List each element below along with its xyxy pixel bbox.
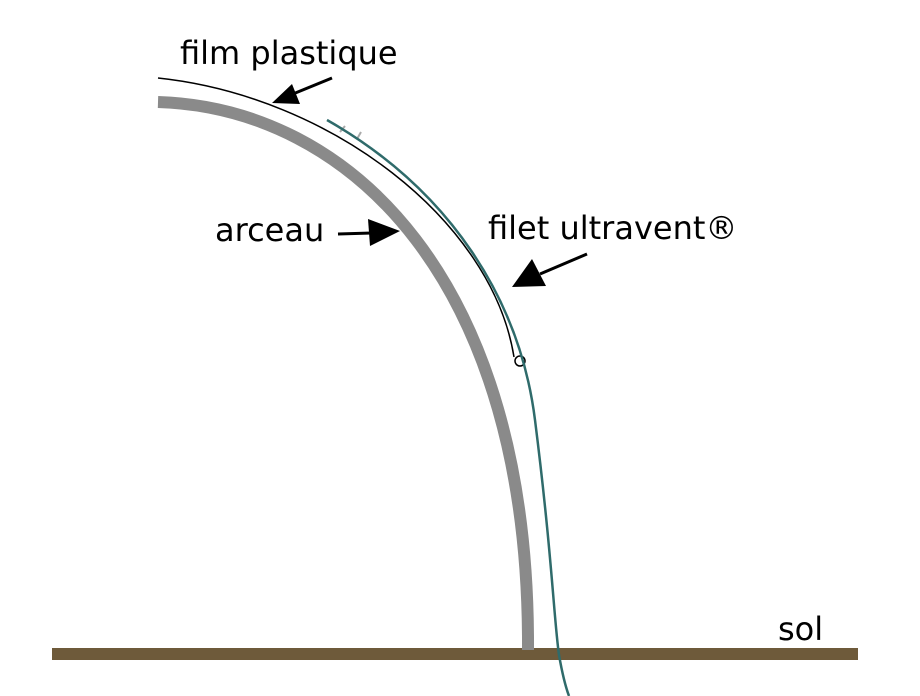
arrow-filet <box>512 252 588 287</box>
ground-sol <box>52 648 858 660</box>
label-arceau: arceau <box>215 211 324 249</box>
label-filet-ultravent: filet ultravent® <box>488 209 737 247</box>
windbreak-net <box>326 118 571 696</box>
label-film-plastique: film plastique <box>180 34 398 72</box>
arrow-film <box>272 76 333 104</box>
plastic-film <box>157 77 515 358</box>
connector-clips <box>339 125 362 140</box>
film-hook <box>514 355 526 367</box>
arch-arceau <box>157 96 535 651</box>
label-sol: sol <box>778 610 823 648</box>
arrow-arceau <box>337 219 400 246</box>
